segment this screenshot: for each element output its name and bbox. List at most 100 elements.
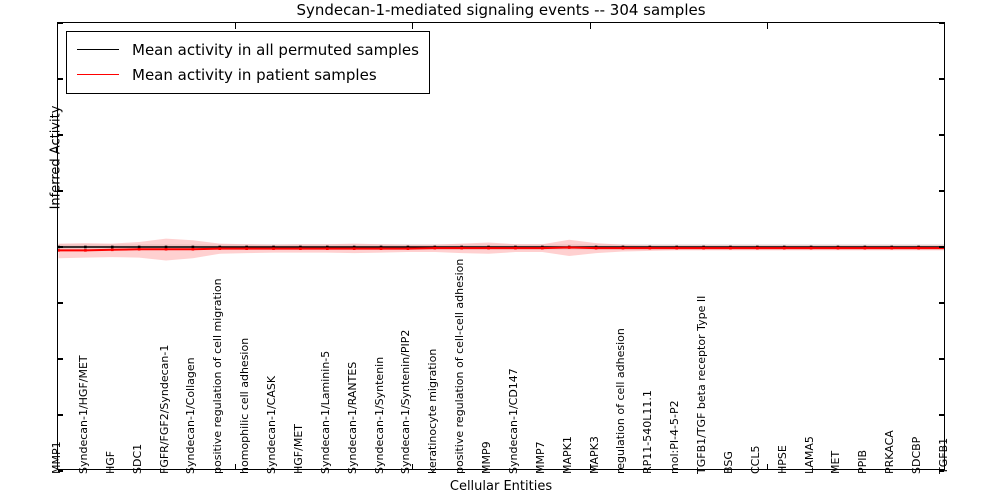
series-marker xyxy=(729,246,732,250)
series-marker xyxy=(272,247,275,250)
series-marker xyxy=(218,247,222,250)
x-tick-mark xyxy=(412,464,414,469)
series-marker xyxy=(406,247,410,250)
series-marker xyxy=(299,247,302,250)
x-category-label: BSG xyxy=(721,451,735,474)
y-tick-mark xyxy=(58,470,63,472)
x-category-label: Syndecan-1/CASK xyxy=(265,375,279,474)
legend-label-permuted: Mean activity in all permuted samples xyxy=(132,40,419,59)
series-marker xyxy=(379,245,383,249)
chart-title: Syndecan-1-mediated signaling events -- … xyxy=(296,1,706,19)
series-marker xyxy=(782,246,786,250)
plot-svg xyxy=(58,238,944,261)
y-tick-mark xyxy=(939,78,944,80)
series-marker xyxy=(756,246,759,250)
x-category-label: HGF xyxy=(103,450,117,474)
x-category-label: Syndecan-1/Syntenin xyxy=(372,356,386,474)
series-marker xyxy=(164,247,168,251)
y-tick-mark xyxy=(58,358,63,360)
x-tick-mark xyxy=(767,23,769,29)
x-category-label: TGFB1/TGF beta receptor Type II xyxy=(695,295,709,474)
x-category-label: HPSE xyxy=(775,445,789,474)
x-category-label: MMP7 xyxy=(533,441,547,474)
x-category-label: Syndecan-1/Laminin-5 xyxy=(318,350,332,474)
x-category-label: positive regulation of cell migration xyxy=(211,278,225,474)
y-tick-mark xyxy=(939,414,944,416)
series-marker xyxy=(406,245,410,249)
x-category-label: Syndecan-1/Syntenin/PIP2 xyxy=(399,329,413,474)
x-category-label: Syndecan-1/Collagen xyxy=(184,357,198,474)
series-marker xyxy=(567,246,571,249)
series-marker xyxy=(863,246,867,250)
series-marker xyxy=(84,249,87,252)
y-tick-mark xyxy=(939,246,944,248)
series-marker xyxy=(191,245,195,249)
series-marker xyxy=(110,248,114,252)
series-marker xyxy=(272,245,275,249)
series-marker xyxy=(702,246,705,250)
x-tick-mark xyxy=(234,23,236,29)
x-category-label: mol:PI-4-5-P2 xyxy=(668,400,682,474)
x-category-label: positive regulation of cell-cell adhesio… xyxy=(453,258,467,474)
x-tick-mark xyxy=(589,23,591,29)
series-marker xyxy=(84,245,87,249)
series-marker xyxy=(352,245,356,249)
y-tick-mark xyxy=(58,134,63,136)
series-marker xyxy=(487,246,490,250)
y-tick-mark xyxy=(58,78,63,80)
series-marker xyxy=(245,245,248,249)
series-marker xyxy=(379,247,383,250)
x-category-label: Syndecan-1/RANTES xyxy=(345,361,359,474)
chart-legend: Mean activity in all permuted samples Me… xyxy=(66,31,430,94)
legend-item-permuted: Mean activity in all permuted samples xyxy=(77,37,419,62)
series-line xyxy=(58,246,944,252)
legend-item-patient: Mean activity in patient samples xyxy=(77,62,419,87)
y-tick-mark xyxy=(939,358,944,360)
x-category-label: LAMA5 xyxy=(802,436,816,474)
series-marker xyxy=(809,246,813,250)
y-tick-mark xyxy=(58,22,63,24)
legend-label-patient: Mean activity in patient samples xyxy=(132,65,377,84)
y-tick-mark xyxy=(939,302,944,304)
plot-area: Mean activity in all permuted samples Me… xyxy=(57,22,945,472)
x-category-label: MMP9 xyxy=(480,441,494,474)
series-marker xyxy=(325,247,329,250)
x-category-label: SDC1 xyxy=(130,443,144,474)
x-tick-mark xyxy=(589,464,591,469)
x-category-label: homophilic cell adhesion xyxy=(238,337,252,474)
x-category-label: MAPK3 xyxy=(587,436,601,474)
x-category-label: PRKACA xyxy=(883,430,897,474)
series-marker xyxy=(325,245,329,249)
series-marker xyxy=(110,245,114,249)
x-category-label: Syndecan-1/HGF/MET xyxy=(76,355,90,474)
series-marker xyxy=(917,246,920,250)
y-tick-mark xyxy=(939,22,944,24)
series-marker xyxy=(164,245,168,249)
y-tick-mark xyxy=(939,134,944,136)
series-marker xyxy=(299,245,302,249)
series-marker xyxy=(460,246,463,250)
series-marker xyxy=(137,245,141,249)
y-axis-title: Inferred Activity xyxy=(48,105,64,210)
x-category-label: keratinocyte migration xyxy=(426,348,440,474)
series-marker xyxy=(675,246,679,250)
x-category-label: MAPK1 xyxy=(560,436,574,474)
x-category-label: PPIB xyxy=(856,449,870,474)
confidence-band xyxy=(58,238,944,261)
series-marker xyxy=(836,246,840,250)
series-marker xyxy=(191,247,195,251)
x-axis-title: Cellular Entities xyxy=(449,479,553,494)
x-category-label: SDCBP xyxy=(910,436,924,474)
y-tick-mark xyxy=(58,302,63,304)
series-marker xyxy=(621,246,625,250)
series-marker xyxy=(648,246,652,250)
y-tick-mark xyxy=(58,414,63,416)
x-category-label: Syndecan-1/CD147 xyxy=(506,368,520,474)
series-marker xyxy=(137,247,141,251)
x-category-label: RP11-540L11.1 xyxy=(641,390,655,474)
series-marker xyxy=(514,246,517,250)
series-marker xyxy=(541,246,544,250)
x-category-label: TGFB1 xyxy=(937,437,950,474)
y-tick-mark xyxy=(939,190,944,192)
